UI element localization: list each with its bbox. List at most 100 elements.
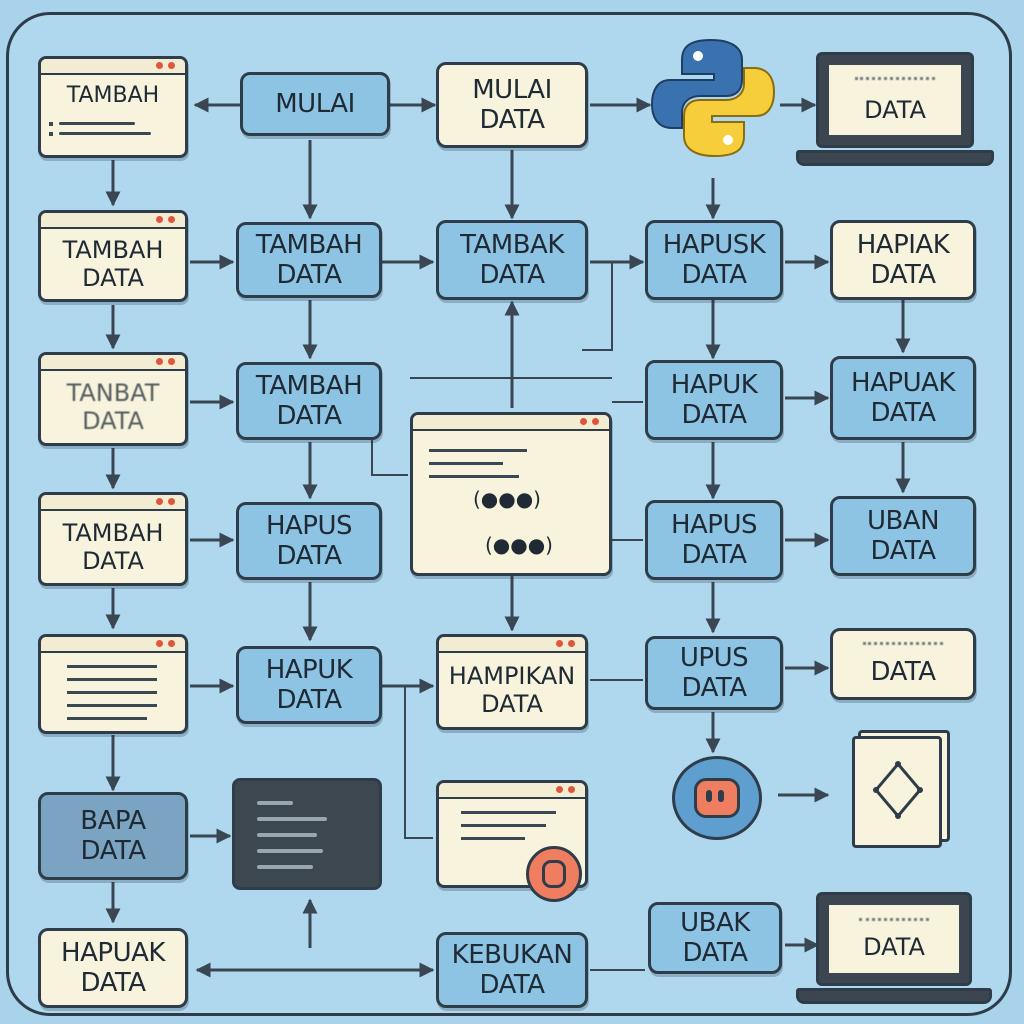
laptop-display: DATA [829,65,961,135]
laptop-top-label: DATA [864,95,926,124]
label-scribble [859,917,929,929]
node-label-line1: HAPIAK [856,230,950,260]
node-label-line1: UBAK [680,908,750,938]
node-label-line1: TAMBAH [255,371,363,401]
label-scribble [855,76,935,90]
window-titlebar [41,213,185,229]
node-label-line2: DATA [80,968,146,998]
label-scribble [863,641,943,653]
laptop-screen: DATA [816,52,974,148]
node-label-line1: MULAI [472,75,552,105]
node-bapa-data[interactable]: BAPA DATA [38,792,188,880]
node-label-line2: DATA [681,540,747,570]
window-tambah-label: TAMBAH [66,83,160,108]
node-label-line1: BAPA [80,806,146,836]
text-lines [59,115,167,142]
terminal-icon[interactable] [232,778,382,890]
node-label-line2: DATA [870,536,936,566]
text-lines [67,659,167,730]
python-logo-icon [650,38,776,158]
node-label-line2: DATA [82,264,144,292]
laptop-display: DATA [829,905,959,973]
book-diamond-icon [852,730,950,848]
window-tambah[interactable]: TAMBAH [38,56,188,158]
record-glyph [542,860,566,888]
record-icon[interactable] [526,846,582,902]
node-hapusk-data[interactable]: HAPUSK DATA [645,220,783,300]
node-label-line2: DATA [276,541,342,571]
window-titlebar [41,495,185,511]
node-label-line2: DATA [870,260,936,290]
node-label-line1: HAPUK [265,655,353,685]
node-label-line2: DATA [681,400,747,430]
node-label-line2: DATA [681,260,747,290]
code-window-icon[interactable]: (●●●) (●●●) [410,412,612,576]
node-tambah-data-c2[interactable]: TAMBAH DATA [236,222,382,298]
wire-c3-loop [404,685,433,839]
node-label-line2: DATA [479,105,545,135]
node-label-line1: UPUS [679,643,749,673]
node-hapuk-data-c4[interactable]: HAPUK DATA [645,360,783,440]
node-label-line1: HAPUS [670,510,758,540]
node-hapus-data-c2[interactable]: HAPUS DATA [236,502,382,580]
node-label-line1: HAPUK [670,370,758,400]
laptop-screen: DATA [816,892,972,986]
node-ubak-data[interactable]: UBAK DATA [648,902,782,974]
laptop-icon: DATA [796,52,994,166]
node-label-line1: TAMBAH [62,519,164,547]
node-uban-data[interactable]: UBAN DATA [830,496,976,576]
node-mulai-data[interactable]: MULAI DATA [436,62,588,148]
window-titlebar [41,355,185,371]
laptop-bottom-label: DATA [863,932,925,961]
node-label-line2: DATA [682,938,748,968]
code-paren-1: (●●●) [473,487,541,511]
window-titlebar [413,415,609,431]
node-label-line2: DATA [870,398,936,428]
node-label-line2: DATA [681,673,747,703]
node-upus-data[interactable]: UPUS DATA [645,636,783,710]
text-lines [461,805,567,850]
node-label-line1: KEBUKAN [451,940,573,970]
code-paren-2: (●●●) [485,533,553,557]
node-label-line2: DATA [276,401,342,431]
node-label-line1: TAMBAH [255,230,363,260]
window-list[interactable] [38,634,188,734]
python-badge-icon[interactable] [672,756,762,840]
node-label-line2: DATA [276,260,342,290]
node-hapuak-data-c5[interactable]: HAPUAK DATA [830,356,976,440]
node-kebukan-data[interactable]: KEBUKAN DATA [436,932,588,1008]
node-label-line1: HAPUS [265,511,353,541]
code-lines [429,443,593,488]
node-label-line2: DATA [82,547,144,575]
laptop-icon: DATA [796,892,992,1004]
node-label-line1: TAMBAH [62,236,164,264]
window-tambah-data-1[interactable]: TAMBAH DATA [38,210,188,302]
node-label-line1: HAPUAK [61,938,165,968]
window-hampikan-data[interactable]: HAMPIKAN DATA [436,634,588,730]
node-mulai[interactable]: MULAI [240,72,390,136]
window-tambah-data-3[interactable]: TAMBAH DATA [38,492,188,586]
node-label-line1: HAPUSK [662,230,766,260]
window-titlebar [41,59,185,75]
node-label-line1: TANBAT [66,379,160,407]
node-hapuk-data-c2[interactable]: HAPUK DATA [236,646,382,724]
window-tanbat-data[interactable]: TANBAT DATA [38,352,188,446]
node-label-line1: TAMBAK [460,230,564,260]
node-label: DATA [870,656,936,687]
node-label-line2: DATA [479,260,545,290]
laptop-base [796,150,994,166]
node-data-c5[interactable]: DATA [830,628,976,700]
node-hapus-data-c4[interactable]: HAPUS DATA [645,500,783,580]
node-label: MULAI [275,89,355,119]
badge-glyph [694,778,740,818]
window-titlebar [41,637,185,653]
node-label-line1: HAMPIKAN [448,662,576,690]
window-titlebar [439,637,585,653]
node-tambah-data-c2-r3[interactable]: TAMBAH DATA [236,362,382,440]
node-tambak-data[interactable]: TAMBAK DATA [436,220,588,300]
node-hapiak-data[interactable]: HAPIAK DATA [830,220,976,300]
node-label-line1: UBAN [866,506,940,536]
node-hapuak-data-c1[interactable]: HAPUAK DATA [38,928,188,1008]
node-label-line2: DATA [481,690,543,718]
